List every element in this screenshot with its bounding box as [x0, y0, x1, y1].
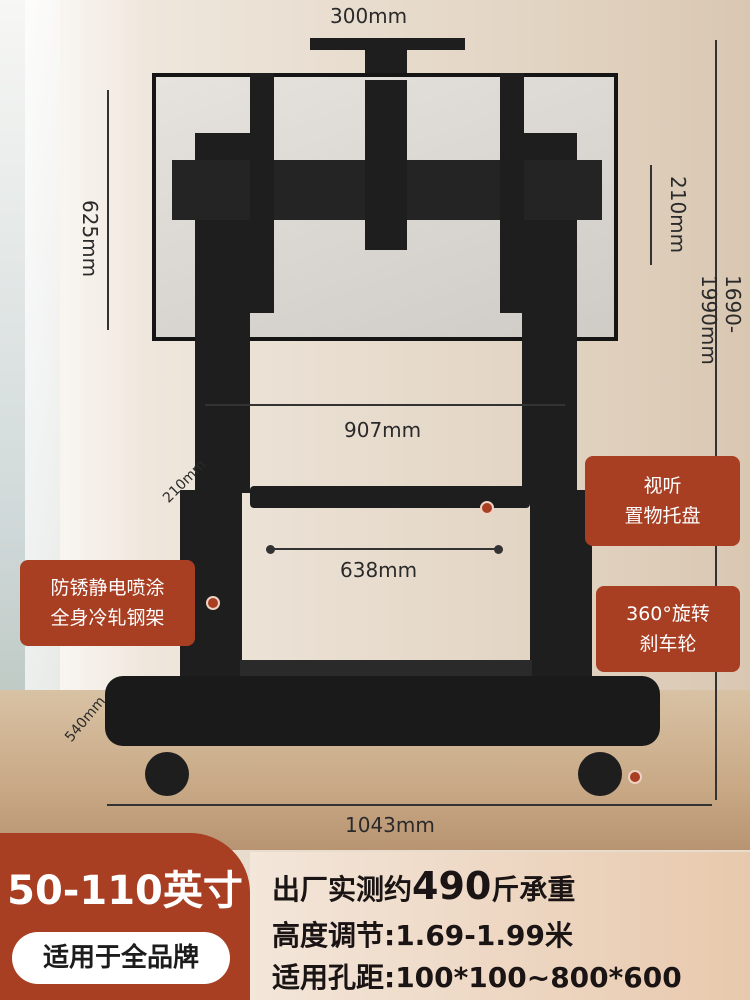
- dim-column-span: 907mm: [344, 418, 422, 442]
- dim-base-width: 1043mm: [345, 813, 435, 837]
- dim-line: [107, 804, 712, 806]
- base-plate: [105, 676, 660, 746]
- dim-dot: [494, 545, 503, 554]
- callout-text: 视听: [643, 475, 682, 497]
- callout-text: 刹车轮: [639, 633, 697, 655]
- dim-total-height: 1690-1990mm: [697, 275, 745, 365]
- spec-vesa: 适用孔距:100*100~800*600: [272, 961, 682, 994]
- bracket-arm-left: [250, 73, 274, 313]
- bracket-arm-right: [500, 73, 524, 313]
- brand-badge: 适用于全品牌: [12, 932, 230, 984]
- dim-bracket-height: 210mm: [666, 176, 690, 254]
- dim-line: [650, 165, 652, 265]
- callout-text: 置物托盘: [624, 505, 701, 527]
- callout-wheels: 360°旋转 刹车轮: [596, 586, 740, 672]
- callout-pin: [206, 596, 220, 610]
- callout-text: 360°旋转: [626, 603, 710, 625]
- dim-line: [715, 40, 717, 800]
- dim-line: [205, 404, 565, 406]
- spec-panel: [250, 852, 750, 1000]
- callout-frame: 防锈静电喷涂 全身冷轧钢架: [20, 560, 195, 646]
- dim-top-width: 300mm: [330, 4, 408, 28]
- top-camera-tray: [310, 38, 465, 50]
- callout-text: 全身冷轧钢架: [50, 607, 165, 629]
- callout-pin: [628, 770, 642, 784]
- product-scene: 300mm 625mm 210mm 1690-1990mm 907mm 210m…: [0, 0, 750, 850]
- spec-height: 高度调节:1.69-1.99米: [272, 919, 573, 952]
- dim-line: [270, 548, 500, 550]
- dim-dot: [266, 545, 275, 554]
- callout-text: 防锈静电喷涂: [50, 577, 165, 599]
- spec-text: 出厂实测约: [272, 873, 413, 906]
- bracket-center: [365, 80, 407, 250]
- screen-size: 50-110英寸: [7, 868, 243, 914]
- callout-shelf: 视听 置物托盘: [585, 456, 740, 546]
- callout-pin: [480, 501, 494, 515]
- spec-load: 出厂实测约490斤承重: [272, 864, 575, 908]
- spec-text: 斤承重: [491, 873, 576, 906]
- dim-line: [107, 90, 109, 330]
- dim-screen-height: 625mm: [78, 200, 102, 278]
- av-shelf: [250, 486, 530, 508]
- dim-shelf-width: 638mm: [340, 558, 418, 582]
- load-value: 490: [412, 864, 492, 908]
- wheel-icon: [145, 752, 189, 796]
- wheel-icon: [578, 752, 622, 796]
